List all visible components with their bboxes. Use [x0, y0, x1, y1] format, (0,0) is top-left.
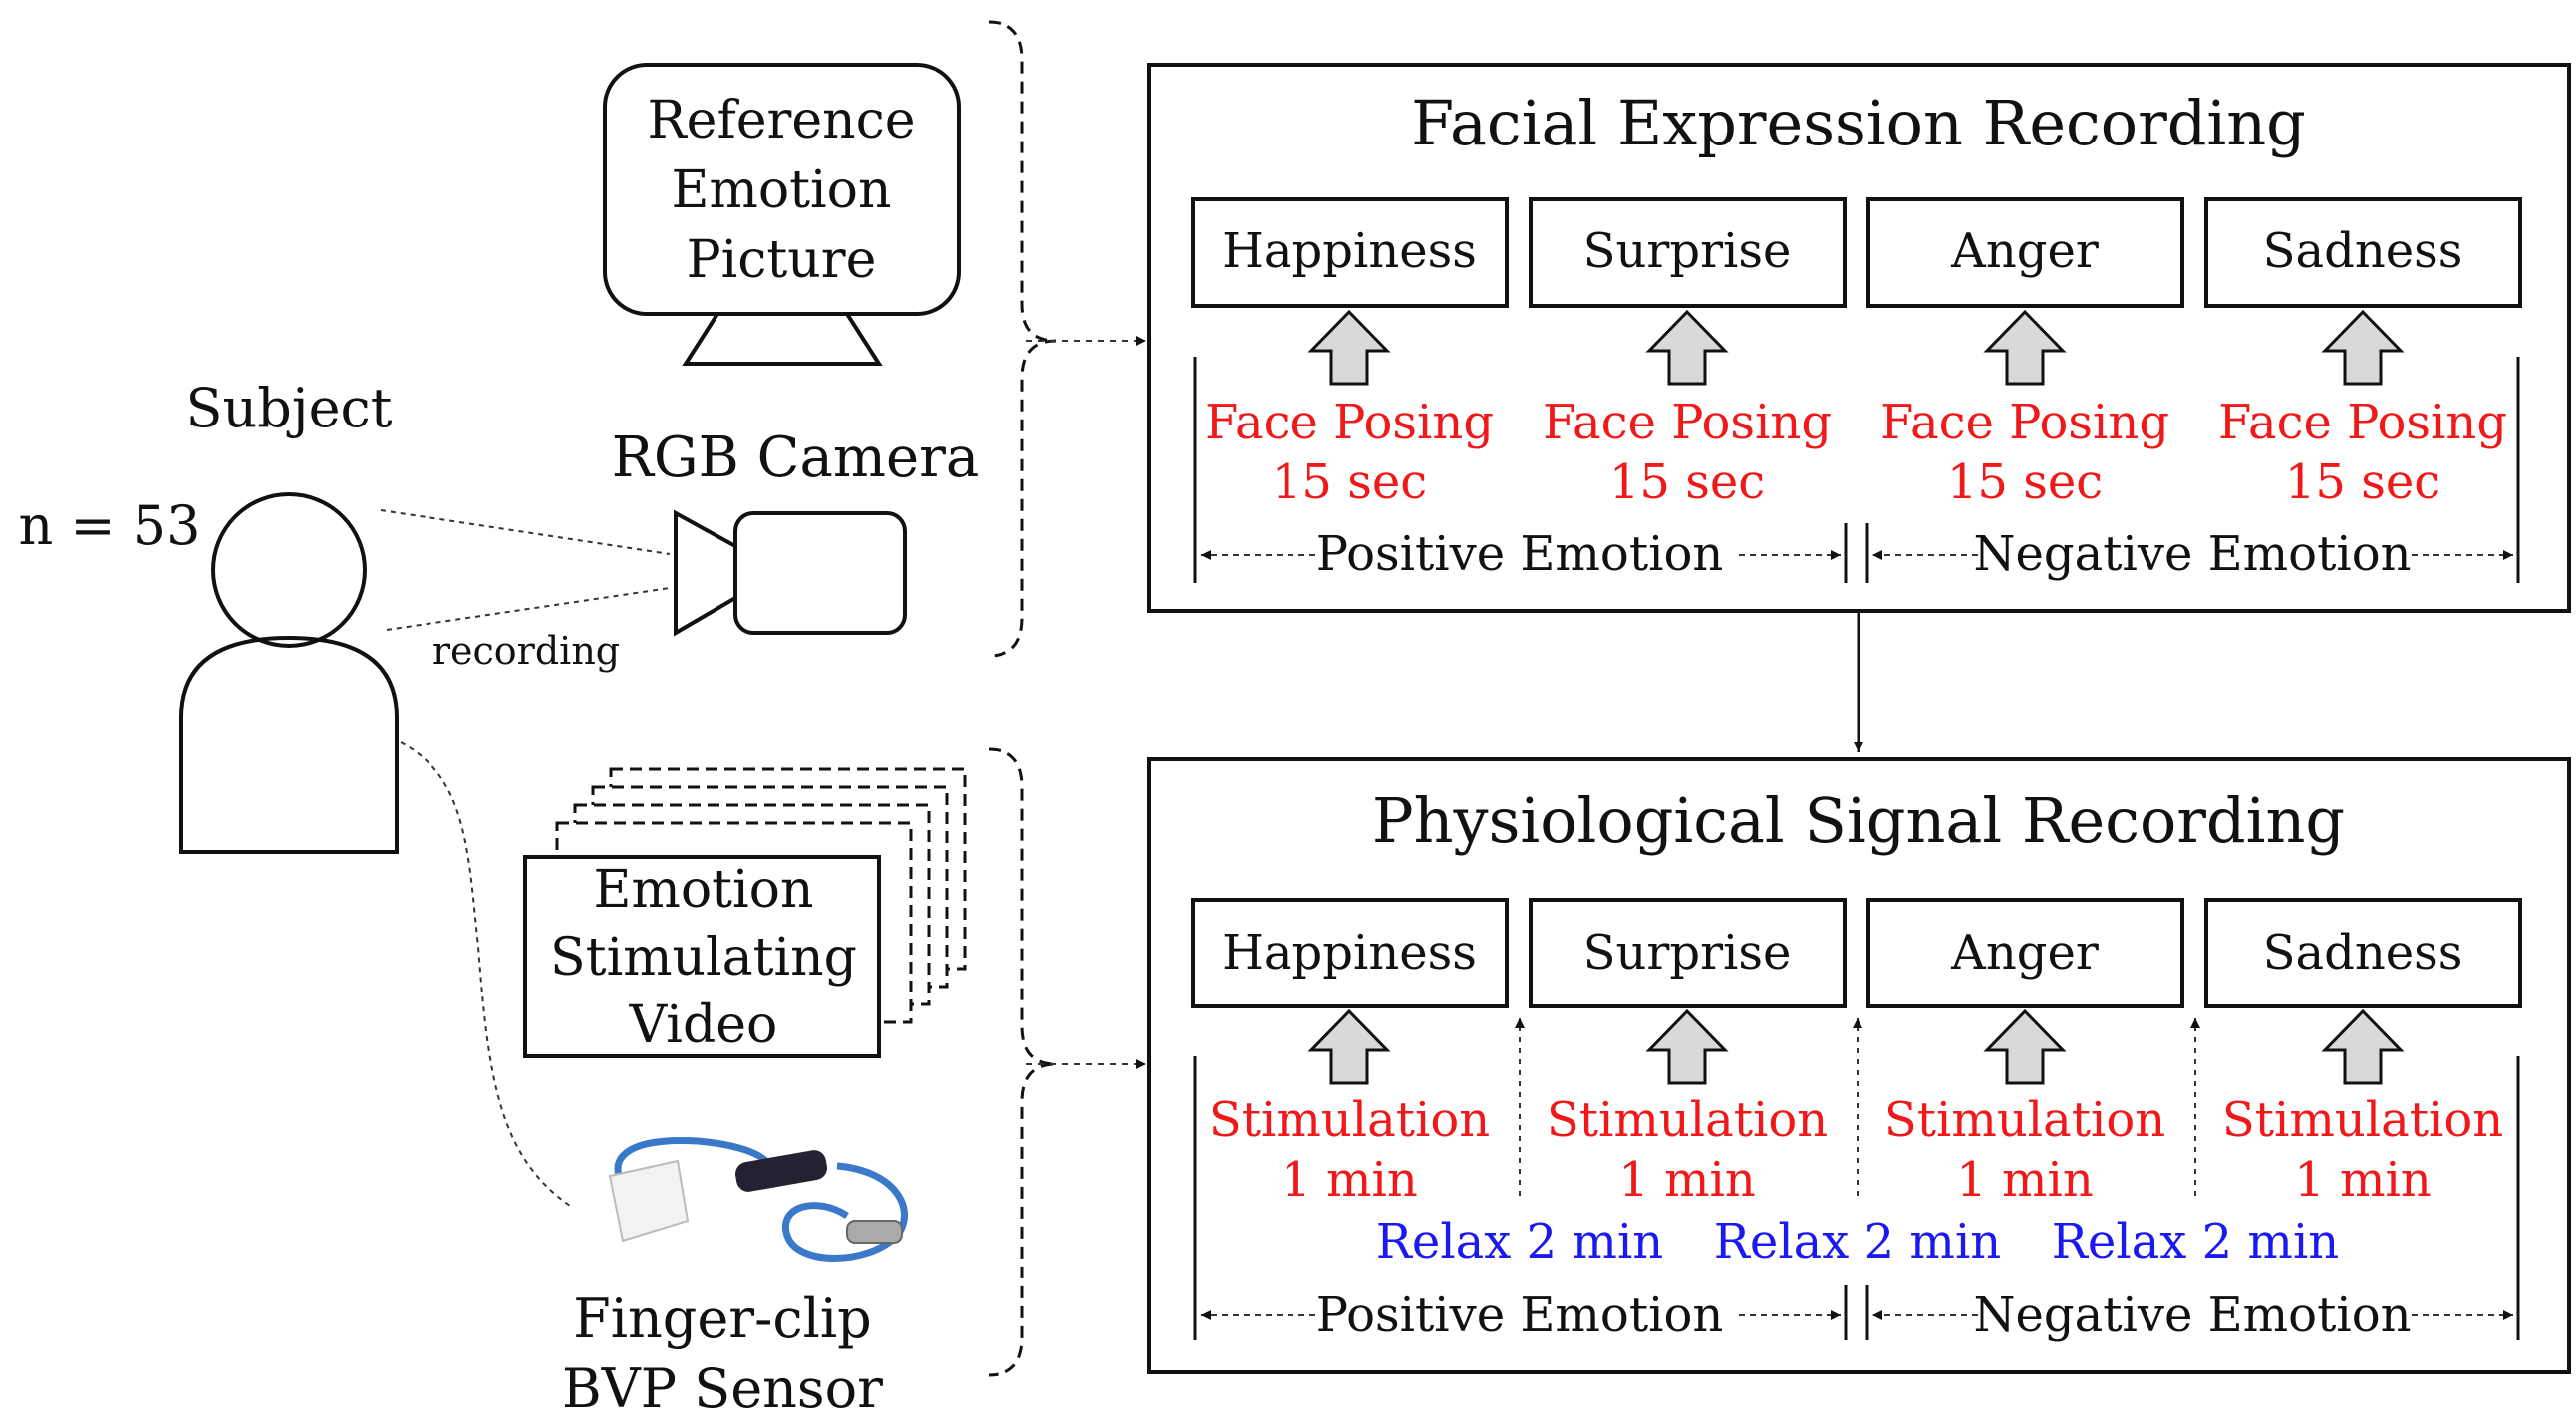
up-arrow-icon	[1645, 1008, 1729, 1085]
view-line-top	[380, 509, 671, 555]
camera-lens-icon	[674, 509, 737, 637]
physio-task-duration: 1 min	[1281, 1152, 1418, 1208]
physio-box-sadness	[2204, 898, 2522, 1008]
up-arrow-icon	[1645, 309, 1729, 386]
up-arrow-icon	[1983, 1008, 2067, 1085]
physio-negative-label: Negative Emotion	[1973, 1287, 2411, 1343]
monitor-stand-icon	[682, 312, 883, 366]
facial-task-label: Face Posing	[1205, 395, 1494, 450]
up-arrow-icon	[1983, 309, 2067, 386]
physio-emotion-surprise: Surprise	[1583, 925, 1792, 981]
video-line-3: Video	[629, 995, 778, 1055]
bottom-bracket	[988, 747, 1057, 1377]
monitor-line-2: Emotion	[672, 160, 892, 220]
top-bracket	[988, 20, 1057, 658]
facial-emotion-surprise: Surprise	[1583, 223, 1792, 279]
facial-box-anger	[1866, 197, 2184, 308]
sensor-wire-line	[400, 741, 571, 1207]
view-line-bottom	[386, 587, 671, 631]
relax-label: Relax 2 min	[1376, 1214, 1663, 1270]
physio-emotion-sadness: Sadness	[2263, 925, 2463, 981]
sensor-line-1: Finger-clip	[573, 1287, 871, 1350]
facial-task-label: Face Posing	[1543, 395, 1832, 450]
physio-task-label: Stimulation	[2222, 1092, 2503, 1148]
facial-task-label: Face Posing	[1880, 395, 2169, 450]
facial-negative-label: Negative Emotion	[1973, 526, 2411, 582]
physio-panel: Physiological Signal Recording Happiness…	[1147, 757, 2571, 1374]
relax-label: Relax 2 min	[1714, 1214, 2001, 1270]
up-arrow-icon	[2321, 309, 2405, 386]
physio-panel-frame	[1147, 757, 2571, 1374]
video-line-2: Stimulating	[550, 928, 857, 988]
physio-title: Physiological Signal Recording	[1372, 784, 2345, 857]
facial-positive-label: Positive Emotion	[1316, 526, 1724, 582]
facial-emotion-sadness: Sadness	[2263, 223, 2463, 279]
sensor-plug-icon	[846, 1220, 903, 1244]
facial-box-surprise	[1529, 197, 1847, 308]
facial-task-label: Face Posing	[2218, 395, 2507, 450]
relax-label: Relax 2 min	[2052, 1214, 2339, 1270]
physio-task-duration: 1 min	[1618, 1152, 1756, 1208]
monitor-line-1: Reference	[648, 91, 916, 150]
sensor-cable-icon-2	[781, 1162, 908, 1262]
subject-head-icon	[211, 492, 367, 648]
facial-task-duration: 15 sec	[1609, 454, 1765, 510]
physio-task-duration: 1 min	[1956, 1152, 2094, 1208]
facial-emotion-anger: Anger	[1950, 223, 2099, 279]
facial-title: Facial Expression Recording	[1411, 87, 2306, 159]
facial-task-duration: 15 sec	[2285, 454, 2440, 510]
camera-body-icon	[733, 511, 907, 635]
physio-emotion-happiness: Happiness	[1222, 925, 1477, 981]
facial-task-duration: 15 sec	[1272, 454, 1427, 510]
monitor-line-3: Picture	[687, 230, 877, 290]
video-line-1: Emotion	[594, 860, 814, 920]
finger-clip-icon	[608, 1159, 690, 1243]
physio-emotion-anger: Anger	[1950, 925, 2099, 981]
facial-task-duration: 15 sec	[1947, 454, 2103, 510]
facial-panel: Facial Expression Recording Happiness Su…	[1147, 63, 2571, 613]
physio-positive-label: Positive Emotion	[1316, 1287, 1724, 1343]
reference-monitor: Reference Emotion Picture	[603, 63, 961, 366]
sensor-line-2: BVP Sensor	[562, 1357, 883, 1417]
physio-box-surprise	[1529, 898, 1847, 1008]
up-arrow-icon	[2321, 1008, 2405, 1085]
emotion-video: Emotion Stimulating Video	[523, 767, 967, 1058]
physio-box-happiness	[1191, 898, 1509, 1008]
subject-title: Subject	[186, 377, 393, 439]
up-arrow-icon	[1307, 309, 1391, 386]
physio-task-label: Stimulation	[1547, 1092, 1828, 1148]
physio-box-anger	[1866, 898, 2184, 1008]
up-arrow-icon	[1307, 1008, 1391, 1085]
physio-task-label: Stimulation	[1209, 1092, 1490, 1148]
camera-label: RGB Camera	[612, 425, 979, 490]
physio-task-label: Stimulation	[1884, 1092, 2165, 1148]
subject-group: Subject n = 53 recording	[18, 377, 671, 1207]
facial-box-sadness	[2204, 197, 2522, 308]
facial-emotion-happiness: Happiness	[1222, 223, 1477, 279]
recording-label: recording	[432, 629, 620, 673]
subject-body-icon	[179, 635, 399, 854]
video-front-card	[523, 855, 881, 1058]
subject-count: n = 53	[18, 494, 200, 557]
sensor-connector-icon	[734, 1150, 828, 1192]
rgb-camera: RGB Camera	[612, 425, 979, 637]
physio-task-duration: 1 min	[2294, 1152, 2432, 1208]
bvp-sensor: Finger-clip BVP Sensor	[562, 1136, 908, 1417]
facial-box-happiness	[1191, 197, 1509, 308]
